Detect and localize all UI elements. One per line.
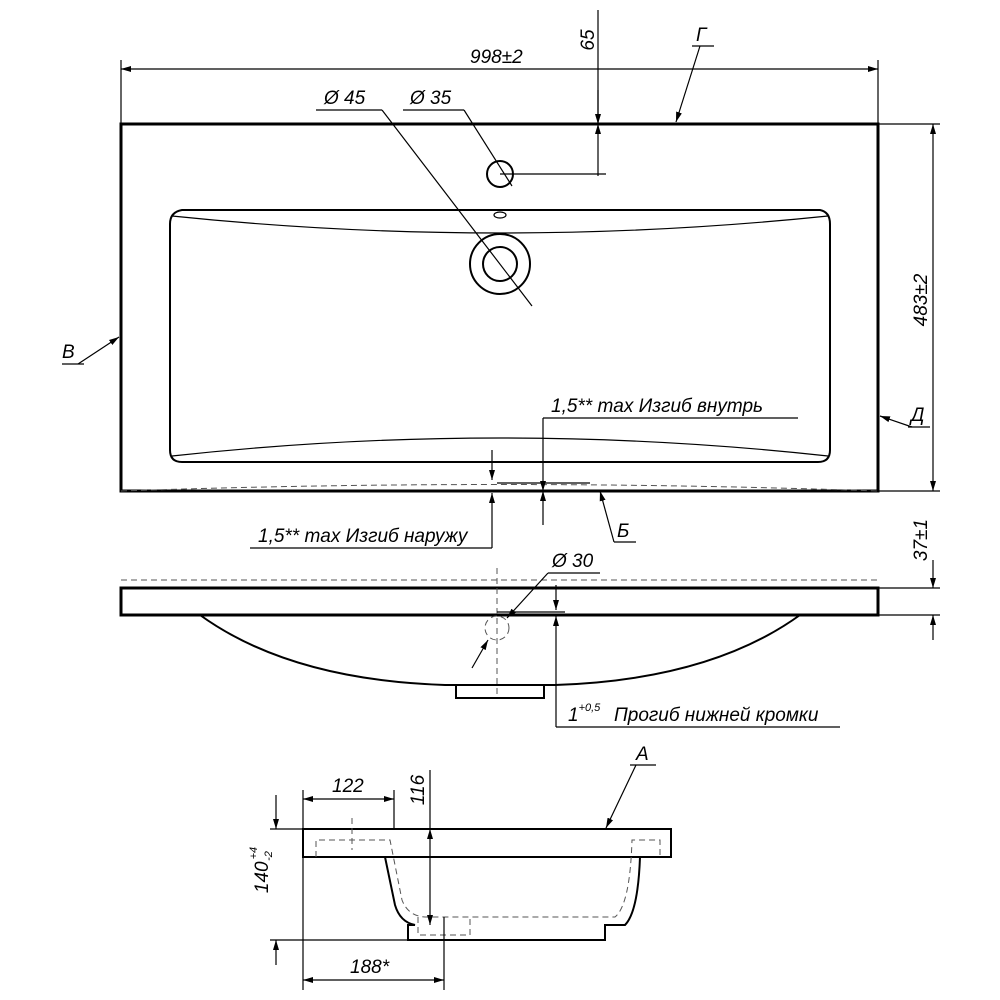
dim-116: 116 [408,774,429,805]
dia30-leader [506,572,549,619]
front-drain [455,685,545,699]
a-leader [605,764,637,829]
sag-note: Прогиб нижней кромки [614,705,819,726]
dim-122: 122 [332,776,364,797]
side-slab [302,828,672,858]
drain-outer [469,233,531,295]
width-dim: 998±2 [470,47,523,68]
g-leader [675,45,701,123]
thickness-dim: 37±1 [911,519,932,561]
side-bowl [384,856,641,941]
label-a: А [635,744,649,765]
dia45-leader [381,109,533,307]
depth-dim: 483±2 [911,273,932,326]
front-slab [119,586,880,617]
b-leader [599,490,615,543]
drain-inner [482,246,518,282]
dia35-leader [463,109,513,187]
basin-outline [169,209,831,463]
label-v: В [62,342,75,363]
side-view: А 122 116 140+4-2 188* [248,744,672,990]
dia-drain-label: Ø 45 [323,88,366,109]
height-dim: 140+4-2 [248,847,275,893]
sag-dim: 1+0,5 [568,702,601,726]
top-view: 998±2 65 Ø 45 Ø 35 Г В Д 483±2 [62,10,940,549]
d-leader [879,415,913,428]
faucet-offset-dim: 65 [578,29,599,51]
label-b: Б [617,521,629,542]
dia-overflow-label: Ø 30 [551,551,594,572]
label-d: Д [909,405,924,426]
top-view-outline [119,122,880,493]
side-inner-dashed [315,839,661,918]
front-bowl [199,614,801,686]
v-leader [77,336,120,365]
dia30-tail [471,639,489,669]
front-view: Ø 30 37±1 1+0,5 Прогиб нижней кромки [119,519,940,728]
outward-note: 1,5** max Изгиб наружу [258,526,469,547]
inward-note: 1,5** max Изгиб внутрь [551,396,763,417]
overflow-hole [484,615,510,641]
basin-lower-rim [171,437,829,457]
label-g: Г [696,25,708,46]
dia-faucet-label: Ø 35 [409,88,452,109]
overflow-slot [493,211,507,219]
dim-188: 188* [350,957,390,978]
